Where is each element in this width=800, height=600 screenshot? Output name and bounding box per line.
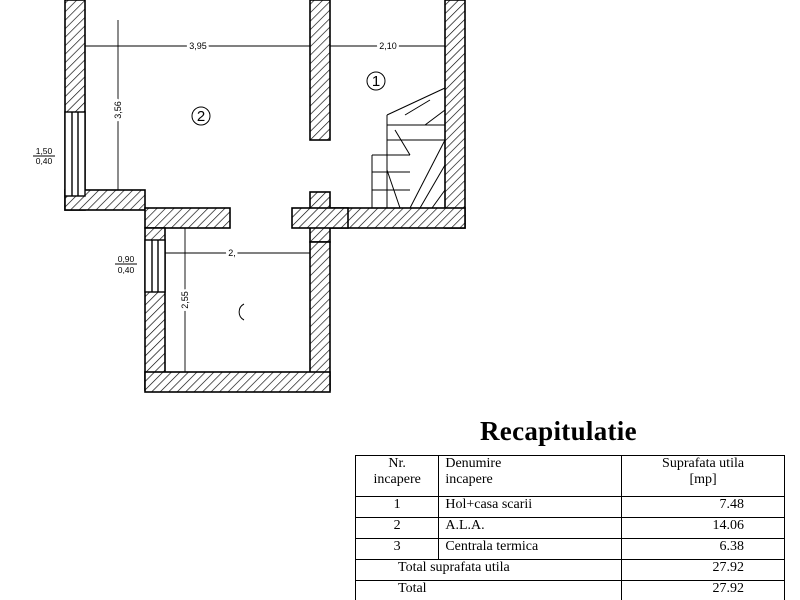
total-useful-row: Total suprafata utila 27.92 xyxy=(355,559,785,581)
wall-room2-bottom xyxy=(144,207,231,229)
recap-title: Recapitulatie xyxy=(480,416,637,446)
dim-top-right-width: 2,10 xyxy=(379,41,397,51)
room-marker-3 xyxy=(238,303,245,321)
table-row: 2 A.L.A. 14.06 xyxy=(355,517,785,539)
window-upper-label: 1,50 0,40 xyxy=(33,146,55,166)
header-nr: Nr.incapere xyxy=(355,455,440,497)
svg-text:0,90: 0,90 xyxy=(118,254,135,264)
svg-text:0,40: 0,40 xyxy=(118,265,135,275)
wall-right xyxy=(444,0,466,229)
window-lower xyxy=(144,239,166,293)
dim-bottom-width: 2, xyxy=(228,248,236,258)
walls xyxy=(64,0,466,393)
svg-text:2: 2 xyxy=(197,108,205,125)
table-row: 1 Hol+casa scarii 7.48 xyxy=(355,496,785,518)
wall-middle-partition xyxy=(309,0,331,141)
dim-top-left-width: 3,95 xyxy=(189,41,207,51)
room-marker-2: 2 xyxy=(191,106,211,126)
total-row: Total 27.92 xyxy=(355,580,785,600)
window-lower-label: 0,90 0,40 xyxy=(115,254,137,275)
wall-junction-horizontal xyxy=(291,207,349,229)
floor-plan: 3,95 2,10 3,56 2, 2,55 1,50 0,40 0,90 0,… xyxy=(33,0,466,393)
dimension-lines xyxy=(85,20,445,372)
svg-text:1,50: 1,50 xyxy=(36,146,53,156)
wall-room3-bottom xyxy=(144,371,331,393)
header-area: Suprafata utila[mp] xyxy=(621,455,785,497)
window-upper xyxy=(64,111,86,197)
svg-text:1: 1 xyxy=(372,73,380,90)
svg-text:0,40: 0,40 xyxy=(36,156,53,166)
dim-bottom-height: 2,55 xyxy=(180,291,190,309)
room-marker-1: 1 xyxy=(366,71,386,91)
dim-left-height: 3,56 xyxy=(113,101,123,119)
staircase xyxy=(371,87,446,209)
wall-room3-right xyxy=(309,241,331,391)
wall-right-bottom xyxy=(329,207,466,229)
table-row: 3 Centrala termica 6.38 xyxy=(355,538,785,560)
